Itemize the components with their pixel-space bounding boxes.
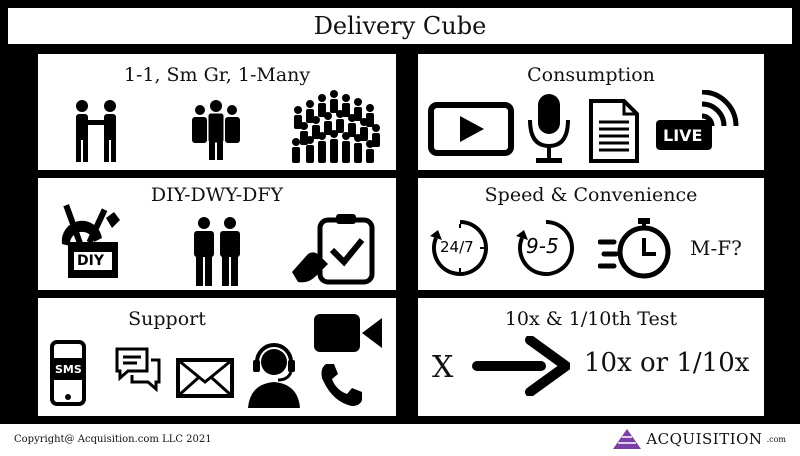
cell-diy-dwy-dfy: DIY-DWY-DFY DIY <box>38 178 396 290</box>
sms-label: SMS <box>55 363 82 376</box>
page-title: Delivery Cube <box>313 12 487 40</box>
pyramid-logo-icon <box>613 429 642 449</box>
left-column: 1-1, Sm Gr, 1-Many <box>30 46 404 424</box>
cell-10x-test: 10x & 1/10th Test X 10x or 1/10x <box>418 298 764 416</box>
cell-group-size: 1-1, Sm Gr, 1-Many <box>38 54 396 170</box>
result-label: 10x or 1/10x <box>584 348 750 378</box>
video-play-icon <box>428 102 514 156</box>
clock-24-7-icon: 24/7 <box>428 216 492 280</box>
cell-heading-diy: DIY-DWY-DFY <box>150 184 284 206</box>
video-camera-icon <box>312 312 384 354</box>
document-icon <box>588 98 640 164</box>
crowd-icon <box>288 88 384 168</box>
right-arrow-icon <box>470 336 570 396</box>
headset-agent-icon <box>244 338 304 408</box>
sms-phone-icon: SMS <box>50 340 86 406</box>
cell-heading-group-size: 1-1, Sm Gr, 1-Many <box>123 64 311 86</box>
brand-logo: ACQUISITION .com <box>612 428 786 450</box>
clipboard-check-icon <box>290 212 386 288</box>
x-label: X <box>432 350 454 385</box>
live-broadcast-icon: LIVE <box>654 90 750 160</box>
footer: Copyright@ Acquisition.com LLC 2021 ACQU… <box>0 424 800 456</box>
telephone-icon <box>318 362 364 408</box>
clock-9-5-icon: 9-5 <box>514 216 578 280</box>
diy-toolbox-icon: DIY <box>54 198 128 284</box>
envelope-icon <box>176 358 234 398</box>
diy-label: DIY <box>77 253 104 269</box>
brand-name: ACQUISITION <box>646 430 763 448</box>
cell-heading-10x: 10x & 1/10th Test <box>504 308 678 330</box>
two-people-icon <box>186 216 250 286</box>
title-box: Delivery Cube <box>8 8 792 44</box>
label-9-5: 9-5 <box>526 234 559 258</box>
small-group-icon <box>188 98 244 162</box>
chat-bubbles-icon <box>114 346 162 394</box>
live-label: LIVE <box>663 126 703 145</box>
cell-support: Support SMS <box>38 298 396 416</box>
handshake-icon <box>68 98 124 162</box>
copyright-text: Copyright@ Acquisition.com LLC 2021 <box>14 434 212 445</box>
cell-consumption: Consumption <box>418 54 764 170</box>
brand-suffix: .com <box>766 434 786 444</box>
cell-heading-consumption: Consumption <box>527 64 655 86</box>
microphone-icon <box>526 92 572 166</box>
cell-heading-support: Support <box>128 308 206 330</box>
mf-label: M-F? <box>690 236 742 260</box>
fast-stopwatch-icon <box>598 214 674 284</box>
cell-speed: Speed & Convenience 24/7 <box>418 178 764 290</box>
right-column: Consumption <box>412 46 770 424</box>
label-24-7: 24/7 <box>440 238 474 256</box>
cell-heading-speed: Speed & Convenience <box>484 184 698 206</box>
